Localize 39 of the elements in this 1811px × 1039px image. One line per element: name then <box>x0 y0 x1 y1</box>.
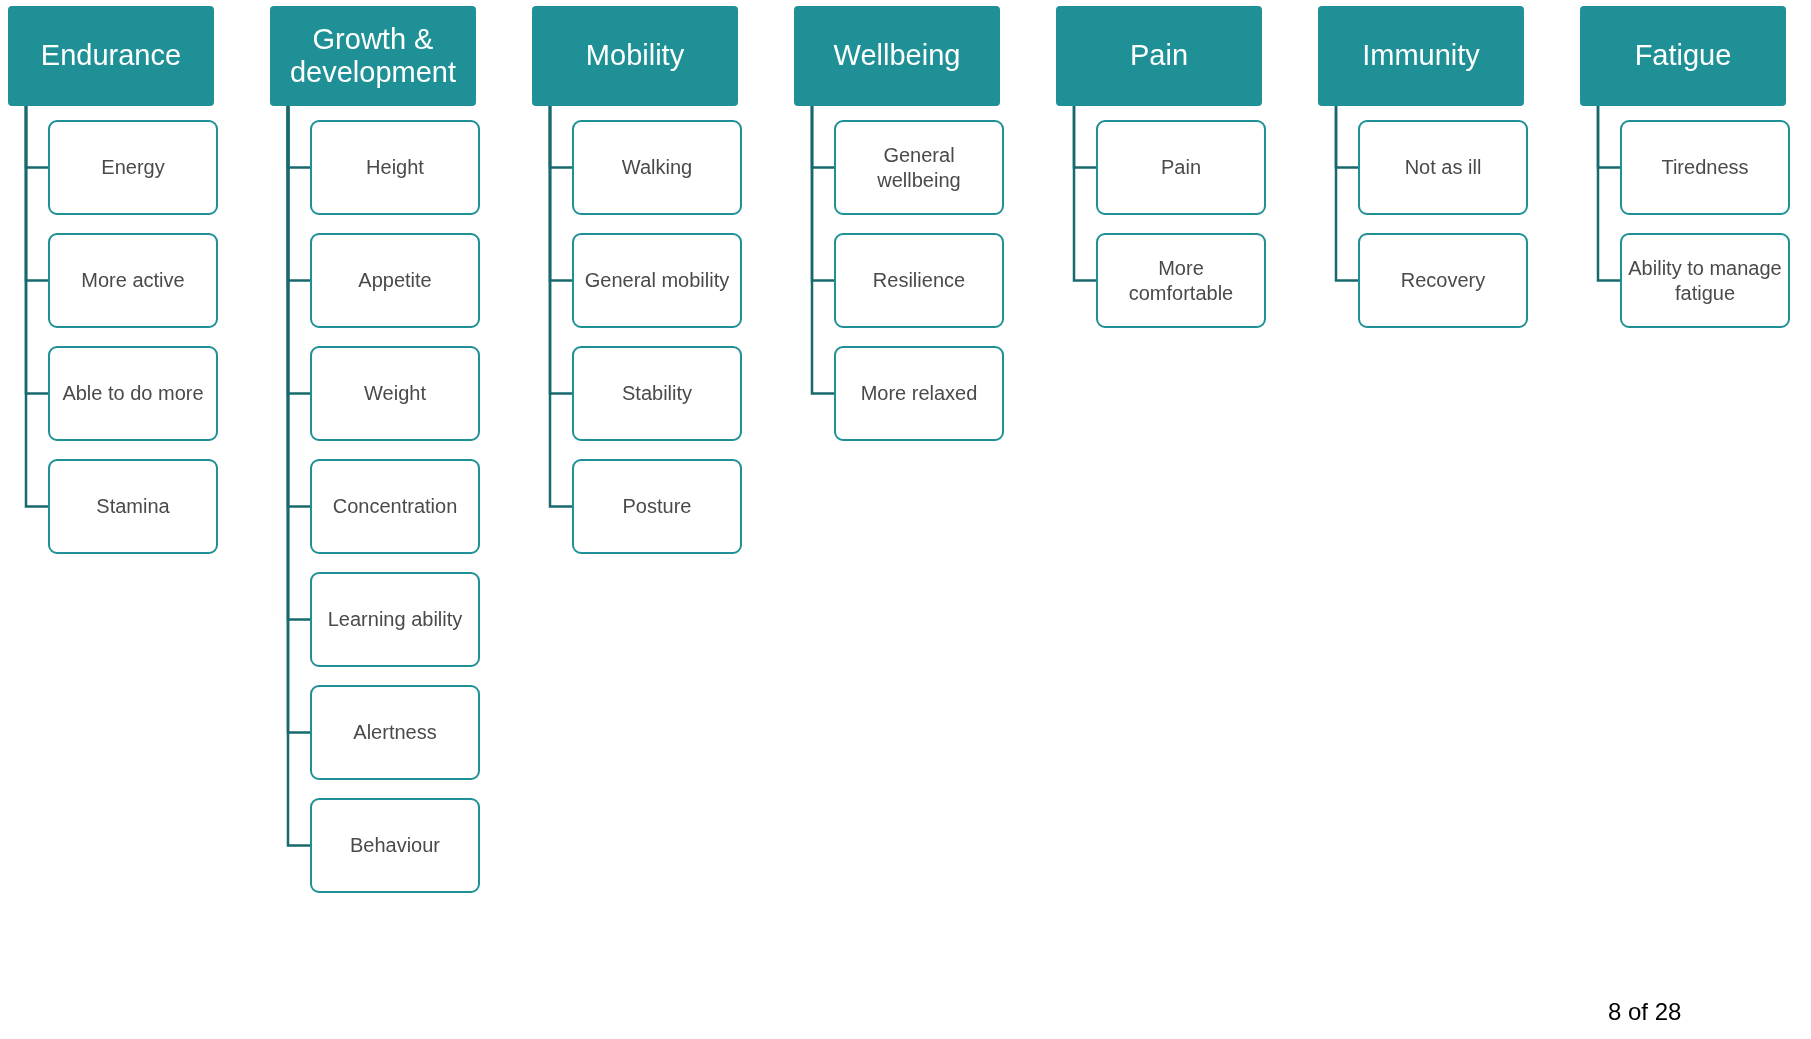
item-box: Weight <box>310 346 480 441</box>
item-box: Ability to manage fatigue <box>1620 233 1790 328</box>
category-header: Fatigue <box>1580 6 1786 106</box>
item-box: Stamina <box>48 459 218 554</box>
connector-line <box>24 106 48 508</box>
category-header: Growth & development <box>270 6 476 106</box>
item-box: Tiredness <box>1620 120 1790 215</box>
category-header: Mobility <box>532 6 738 106</box>
item-box: Recovery <box>1358 233 1528 328</box>
category-header: Endurance <box>8 6 214 106</box>
connector-line <box>286 106 310 847</box>
item-box: More comfortable <box>1096 233 1266 328</box>
item-box: Alertness <box>310 685 480 780</box>
item-box: Able to do more <box>48 346 218 441</box>
item-box: Pain <box>1096 120 1266 215</box>
item-box: Posture <box>572 459 742 554</box>
item-box: Appetite <box>310 233 480 328</box>
item-box: Height <box>310 120 480 215</box>
connector-line <box>1596 106 1620 282</box>
item-box: Resilience <box>834 233 1004 328</box>
connector-line <box>1334 106 1358 282</box>
category-header: Wellbeing <box>794 6 1000 106</box>
item-box: Energy <box>48 120 218 215</box>
item-box: More active <box>48 233 218 328</box>
item-box: General mobility <box>572 233 742 328</box>
item-box: General wellbeing <box>834 120 1004 215</box>
connector-line <box>1072 106 1096 282</box>
page-number: 8 of 28 <box>1608 998 1682 1026</box>
item-box: More relaxed <box>834 346 1004 441</box>
item-box: Walking <box>572 120 742 215</box>
item-box: Stability <box>572 346 742 441</box>
category-header: Pain <box>1056 6 1262 106</box>
connector-line <box>810 106 834 395</box>
item-box: Not as ill <box>1358 120 1528 215</box>
connector-line <box>548 106 572 508</box>
item-box: Behaviour <box>310 798 480 893</box>
category-header: Immunity <box>1318 6 1524 106</box>
item-box: Concentration <box>310 459 480 554</box>
item-box: Learning ability <box>310 572 480 667</box>
